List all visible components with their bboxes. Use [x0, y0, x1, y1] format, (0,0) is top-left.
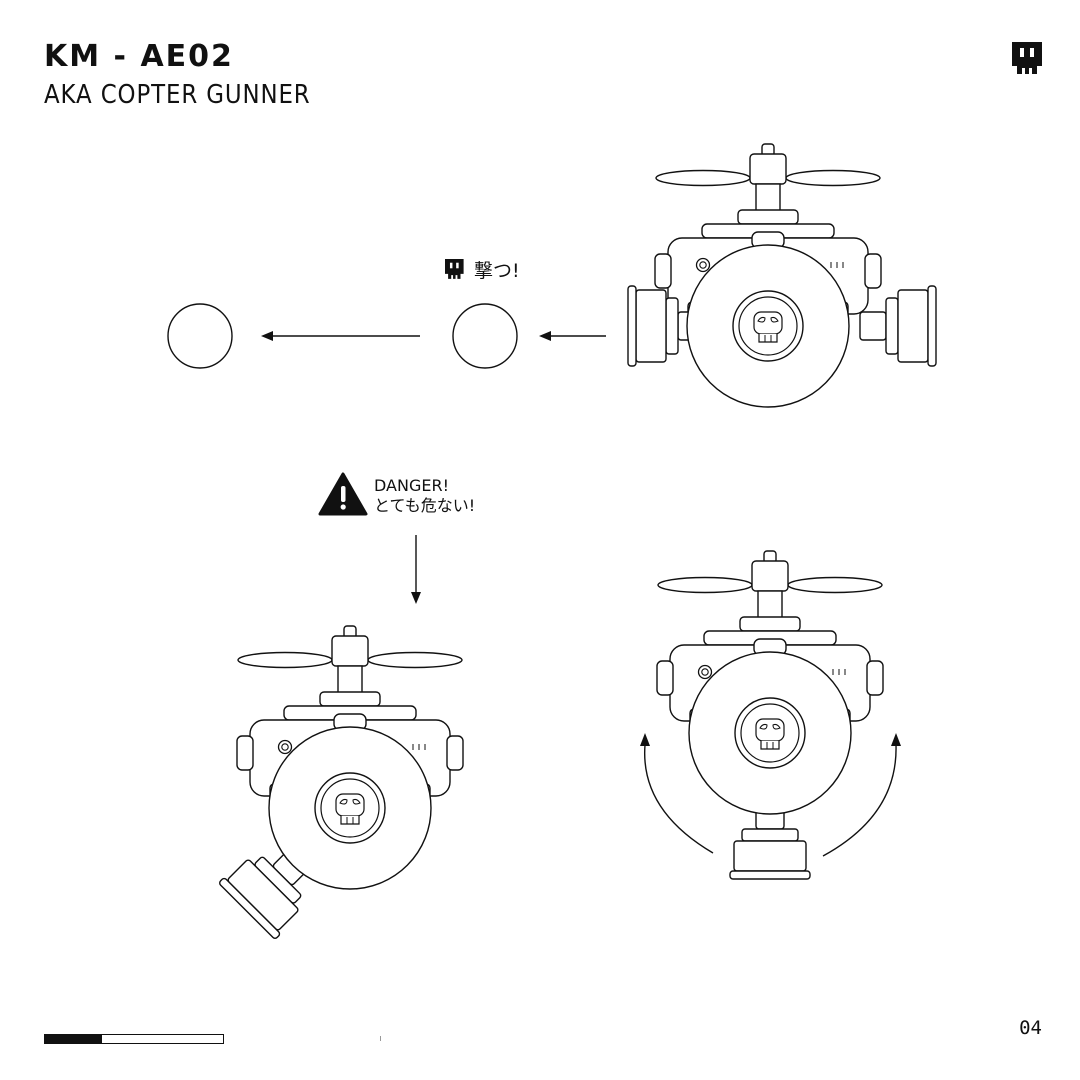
page-number: 04	[1019, 1017, 1042, 1039]
projectile-far	[167, 303, 233, 369]
projectile-near	[452, 303, 518, 369]
rotation-arrow-left	[640, 733, 714, 854]
drone-rotating-cannon	[656, 550, 884, 880]
page-title: KM - AE02	[44, 39, 234, 74]
progress-fill	[45, 1035, 102, 1043]
arrow-down	[411, 535, 421, 604]
skull-logo-icon	[445, 259, 464, 279]
warning-triangle-icon	[318, 472, 368, 516]
skull-logo-icon	[1012, 42, 1042, 74]
arrow-left-far	[261, 331, 420, 341]
divider-tick	[380, 1036, 381, 1041]
page-subtitle: AKA COPTER GUNNER	[44, 80, 311, 110]
progress-bar	[44, 1034, 224, 1044]
danger-label: DANGER!	[374, 476, 449, 495]
rotation-arrow-right	[822, 733, 901, 857]
shoot-label: 撃つ!	[474, 260, 520, 282]
arrow-left-near	[539, 331, 606, 341]
danger-japanese-label: とても危ない!	[374, 496, 475, 515]
drone-angled-cannon	[217, 625, 464, 941]
